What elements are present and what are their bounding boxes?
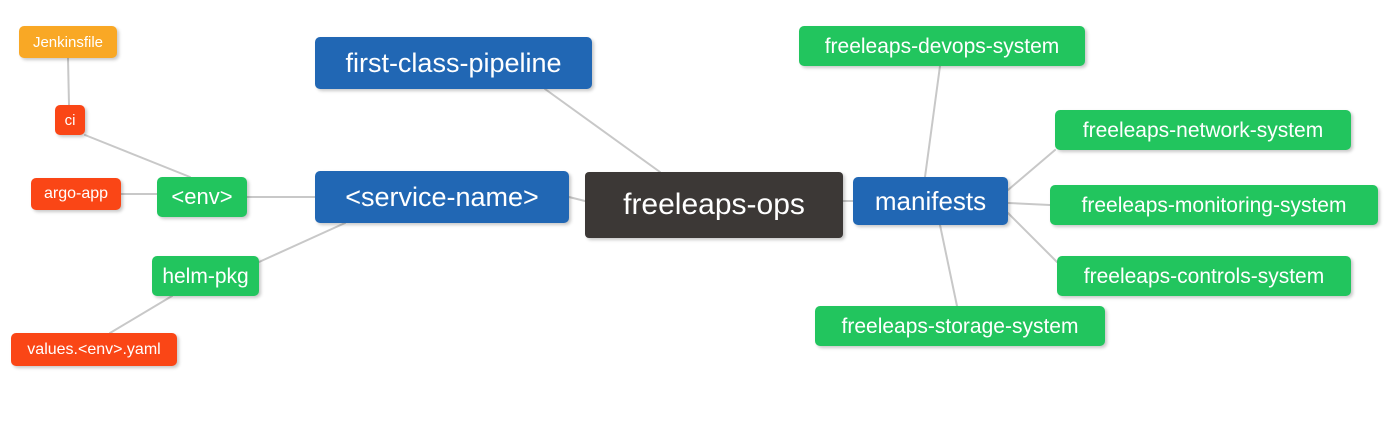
node-helm-pkg[interactable]: helm-pkg bbox=[152, 256, 259, 296]
node-freeleaps-network-system[interactable]: freeleaps-network-system bbox=[1055, 110, 1351, 150]
node-argo-app[interactable]: argo-app bbox=[31, 178, 121, 210]
node-freeleaps-storage-system[interactable]: freeleaps-storage-system bbox=[815, 306, 1105, 346]
node-jenkinsfile[interactable]: Jenkinsfile bbox=[19, 26, 117, 58]
node-freeleaps-devops-system[interactable]: freeleaps-devops-system bbox=[799, 26, 1085, 66]
edge-manifests-to-freeleaps-storage-system bbox=[939, 224, 958, 307]
edge-helm-pkg-to-service-name bbox=[258, 222, 346, 263]
edge-ci-to-env bbox=[84, 134, 191, 178]
edge-manifests-to-freeleaps-devops-system bbox=[924, 65, 941, 178]
node-ci[interactable]: ci bbox=[55, 105, 85, 135]
edge-manifests-to-freeleaps-network-system bbox=[1007, 149, 1056, 191]
edge-service-name-to-freeleaps-ops bbox=[568, 196, 586, 202]
node-values-yaml[interactable]: values.<env>.yaml bbox=[11, 333, 177, 366]
node-first-class-pipeline[interactable]: first-class-pipeline bbox=[315, 37, 592, 89]
node-freeleaps-controls-system[interactable]: freeleaps-controls-system bbox=[1057, 256, 1351, 296]
node-env[interactable]: <env> bbox=[157, 177, 247, 217]
edge-values-yaml-to-helm-pkg bbox=[109, 295, 173, 334]
edge-jenkinsfile-to-ci bbox=[67, 57, 70, 106]
node-freeleaps-ops[interactable]: freeleaps-ops bbox=[585, 172, 843, 238]
node-service-name[interactable]: <service-name> bbox=[315, 171, 569, 223]
edge-manifests-to-freeleaps-monitoring-system bbox=[1007, 202, 1051, 206]
edge-first-class-pipeline-to-freeleaps-ops bbox=[544, 88, 661, 173]
node-freeleaps-monitoring-system[interactable]: freeleaps-monitoring-system bbox=[1050, 185, 1378, 225]
node-manifests[interactable]: manifests bbox=[853, 177, 1008, 225]
